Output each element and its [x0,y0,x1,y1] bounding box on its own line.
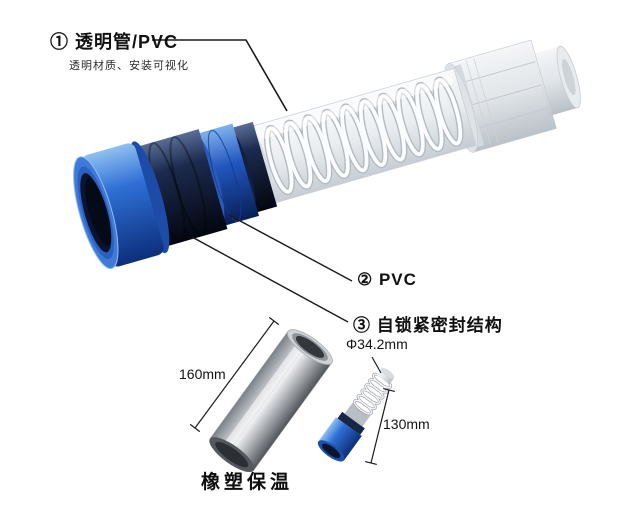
dim-tick-130-b [365,461,377,465]
blue-flange [73,141,170,270]
blue-band-body [194,123,259,227]
callout-label-transparent-tube: ① 透明管/PVC [50,32,179,52]
sample-silver-base [344,402,371,427]
flange-opening-depth [85,178,112,246]
dim-tick-160-b [268,316,280,326]
sample-blue-cap-hole [321,443,341,459]
callout-lines [152,39,353,323]
sample-connector [317,367,395,462]
lock-body-rib-2 [169,136,207,237]
connector-end-cap [531,46,578,117]
insulation-tube-right-hole [295,336,325,358]
dim-tick-160-a [189,423,201,433]
sample-navy-ring [337,411,365,435]
dim-leader-phi [371,356,382,374]
sample-tip-face [380,367,395,379]
insulation-tube [209,329,333,473]
spring-coil [265,78,463,194]
dimension-label-160mm: 160mm [179,366,226,382]
main-assembly [73,39,581,270]
connector-thread-lines [465,58,499,146]
callout-label-self-locking-seal: ③ 自锁紧密封结构 [353,316,503,335]
connector-facet-lines [456,61,549,131]
dim-line-160 [194,320,275,429]
dimension-label-130mm: 130mm [383,416,430,432]
insulation-tube-left-hole [215,441,249,468]
callout-line-1 [152,39,288,112]
callout-label-pvc: ② PVC [357,270,417,289]
callout-line-2 [228,214,353,282]
dim-tick-130-a [383,388,395,392]
sample-blue-cap [318,417,362,461]
dim-line-130 [370,389,390,464]
connector-end-hole [561,58,576,96]
callout-sublabel-transparent-tube: 透明材质、安装可视化 [69,60,189,72]
dimension-lines [189,316,395,465]
blue-band-groove [207,129,242,222]
dimension-label-diameter: Φ34.2mm [346,336,408,352]
callout-line-3 [191,236,349,323]
sample-spring [353,373,392,415]
tube-highlight [254,76,454,140]
product-caption: 橡塑保温 [201,472,294,493]
flange-body [81,143,164,267]
insulation-tube-highlight [224,343,303,448]
transparent-tube [244,67,477,206]
